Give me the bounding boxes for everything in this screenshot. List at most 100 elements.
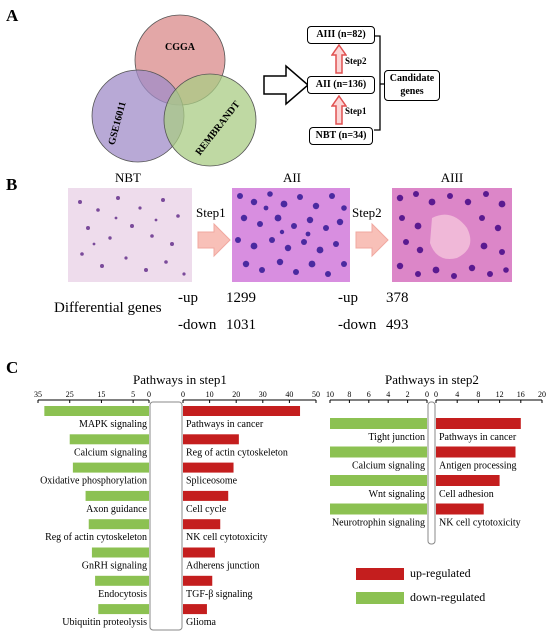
box-aiii: AIII (n=82) — [307, 26, 375, 44]
candidate-line1: Candidate — [389, 73, 435, 84]
chart1-up-tick-label: 20 — [232, 390, 240, 399]
chart2-up-label: Antigen processing — [439, 461, 517, 472]
panel-a-letter: A — [6, 6, 19, 25]
legend-up-label: up-regulated — [410, 566, 471, 580]
venn-circle-rembrandt — [163, 73, 257, 167]
chart1-down-label: Axon guidance — [86, 504, 147, 515]
chart1-down-label: GnRH signaling — [82, 561, 147, 572]
chart1-down-bar — [72, 462, 149, 473]
chart1-up-tick-label: 50 — [312, 390, 320, 399]
box-nbt: NBT (n=34) — [309, 127, 373, 145]
legend-up-swatch — [356, 568, 404, 580]
chart1-down-bar — [85, 490, 149, 501]
chart2-up-bar — [436, 446, 516, 458]
chart1-up-tick-label: 10 — [206, 390, 214, 399]
chart1-up-label: NK cell cytotoxicity — [186, 532, 268, 543]
chart2-down-tick-label: 0 — [425, 390, 429, 399]
chart1-down-label: Reg of actin cytoskeleton — [45, 532, 147, 543]
step2-pink-arrow-icon — [355, 222, 389, 258]
panel-c-letter: C — [6, 358, 19, 377]
chart2-up-tick-label: 12 — [496, 390, 504, 399]
chart1-up-tick-label: 0 — [181, 390, 185, 399]
chart1-down-tick-label: 15 — [97, 390, 105, 399]
step2-label-b: Step2 — [352, 205, 382, 220]
title-aiii: AIII — [440, 170, 464, 185]
chart2-up-tick-label: 20 — [538, 390, 546, 399]
chart1-up-bar — [183, 490, 229, 501]
chart1-down-tick-label: 35 — [34, 390, 42, 399]
chart1-up-label: Reg of actin cytoskeleton — [186, 447, 288, 458]
chart2-up-label: NK cell cytotoxicity — [439, 518, 521, 529]
chart2-down-label: Wnt signaling — [369, 489, 425, 500]
chart1-up-label: Cell cycle — [186, 504, 227, 515]
chart1-up-bar — [183, 604, 207, 615]
panel-b-letter: B — [6, 175, 18, 194]
chart1-up-label: Pathways in cancer — [186, 419, 264, 430]
step1-up-label: -up — [178, 290, 198, 306]
title-nbt: NBT — [115, 170, 141, 185]
venn-label-cgga: CGGA — [165, 42, 196, 53]
box-aii: AII (n=136) — [307, 76, 375, 94]
step1-up-value: 1299 — [226, 290, 256, 306]
bracket — [374, 35, 385, 131]
candidate-line2: genes — [400, 86, 424, 97]
step2-up-value: 378 — [386, 290, 409, 306]
chart2-down-tick-label: 6 — [367, 390, 371, 399]
box-candidate-genes: Candidate genes — [384, 70, 440, 101]
chart2-up-tick-label: 4 — [455, 390, 459, 399]
chart1-up-label: Adherens junction — [186, 561, 260, 572]
chart1-up-label: Spliceosome — [186, 476, 238, 487]
chart2-down-tick-label: 8 — [347, 390, 351, 399]
histology-nbt-image — [68, 188, 192, 282]
chart1-up-tick-label: 40 — [285, 390, 293, 399]
chart1-up-bar — [183, 434, 239, 445]
step1-down-label: -down — [178, 317, 217, 333]
chart2-center-divider — [427, 401, 436, 545]
chart2-down-label: Neurotrophin signaling — [332, 518, 425, 529]
chart1-down-bar — [69, 434, 149, 445]
chart1-up-bar — [183, 462, 234, 473]
legend-down-swatch — [356, 592, 404, 604]
chart1-up-bar — [183, 575, 213, 586]
flow-arrow-icon — [263, 64, 310, 106]
chart1-down-label: Ubiquitin proteolysis — [62, 617, 147, 628]
step2-down-value: 493 — [386, 317, 409, 333]
chart2-up-tick-label: 16 — [517, 390, 525, 399]
chart1-down-label: Calcium signaling — [74, 447, 147, 458]
step2-up-label: -up — [338, 290, 358, 306]
chart2-title: Pathways in step2 — [385, 372, 479, 387]
chart1-down-bar — [95, 575, 149, 586]
chart1-title: Pathways in step1 — [133, 372, 227, 387]
chart1-down-label: MAPK signaling — [79, 419, 147, 430]
chart2-up-bar — [436, 418, 521, 429]
chart2-down-bar — [330, 475, 427, 486]
chart1-down-label: Oxidative phosphorylation — [40, 476, 147, 487]
chart1-down-bar — [91, 547, 149, 558]
chart2-up-label: Cell adhesion — [439, 489, 494, 500]
step2-label: Step2 — [345, 56, 367, 66]
step1-down-value: 1031 — [226, 317, 256, 333]
chart2-up-label: Pathways in cancer — [439, 432, 517, 443]
step2-down-label: -down — [338, 317, 377, 333]
chart2-down-tick-label: 4 — [386, 390, 390, 399]
step1-arrow-icon — [331, 95, 347, 125]
chart1-down-label: Endocytosis — [98, 589, 147, 600]
chart2-up-bar — [436, 503, 484, 515]
title-aii: AII — [282, 170, 302, 185]
step1-pink-arrow-icon — [197, 222, 231, 258]
histology-aiii-image — [392, 188, 512, 282]
chart1-down-tick-label: 25 — [66, 390, 74, 399]
chart1-up-bar — [183, 406, 301, 416]
chart1-up-bar — [183, 519, 221, 530]
chart1-center-divider — [149, 401, 183, 631]
chart1-up-bar — [183, 547, 215, 558]
chart2-down-bar — [330, 418, 427, 429]
chart1-up-label: TGF-β signaling — [186, 589, 252, 600]
chart1-down-bar — [88, 519, 149, 530]
chart1-up-tick-label: 30 — [259, 390, 267, 399]
chart1-down-tick-label: 5 — [131, 390, 135, 399]
chart1-up-label: Glioma — [186, 617, 217, 628]
venn-diagram: CGGA GSE16011 REMBRANDT — [91, 14, 257, 167]
